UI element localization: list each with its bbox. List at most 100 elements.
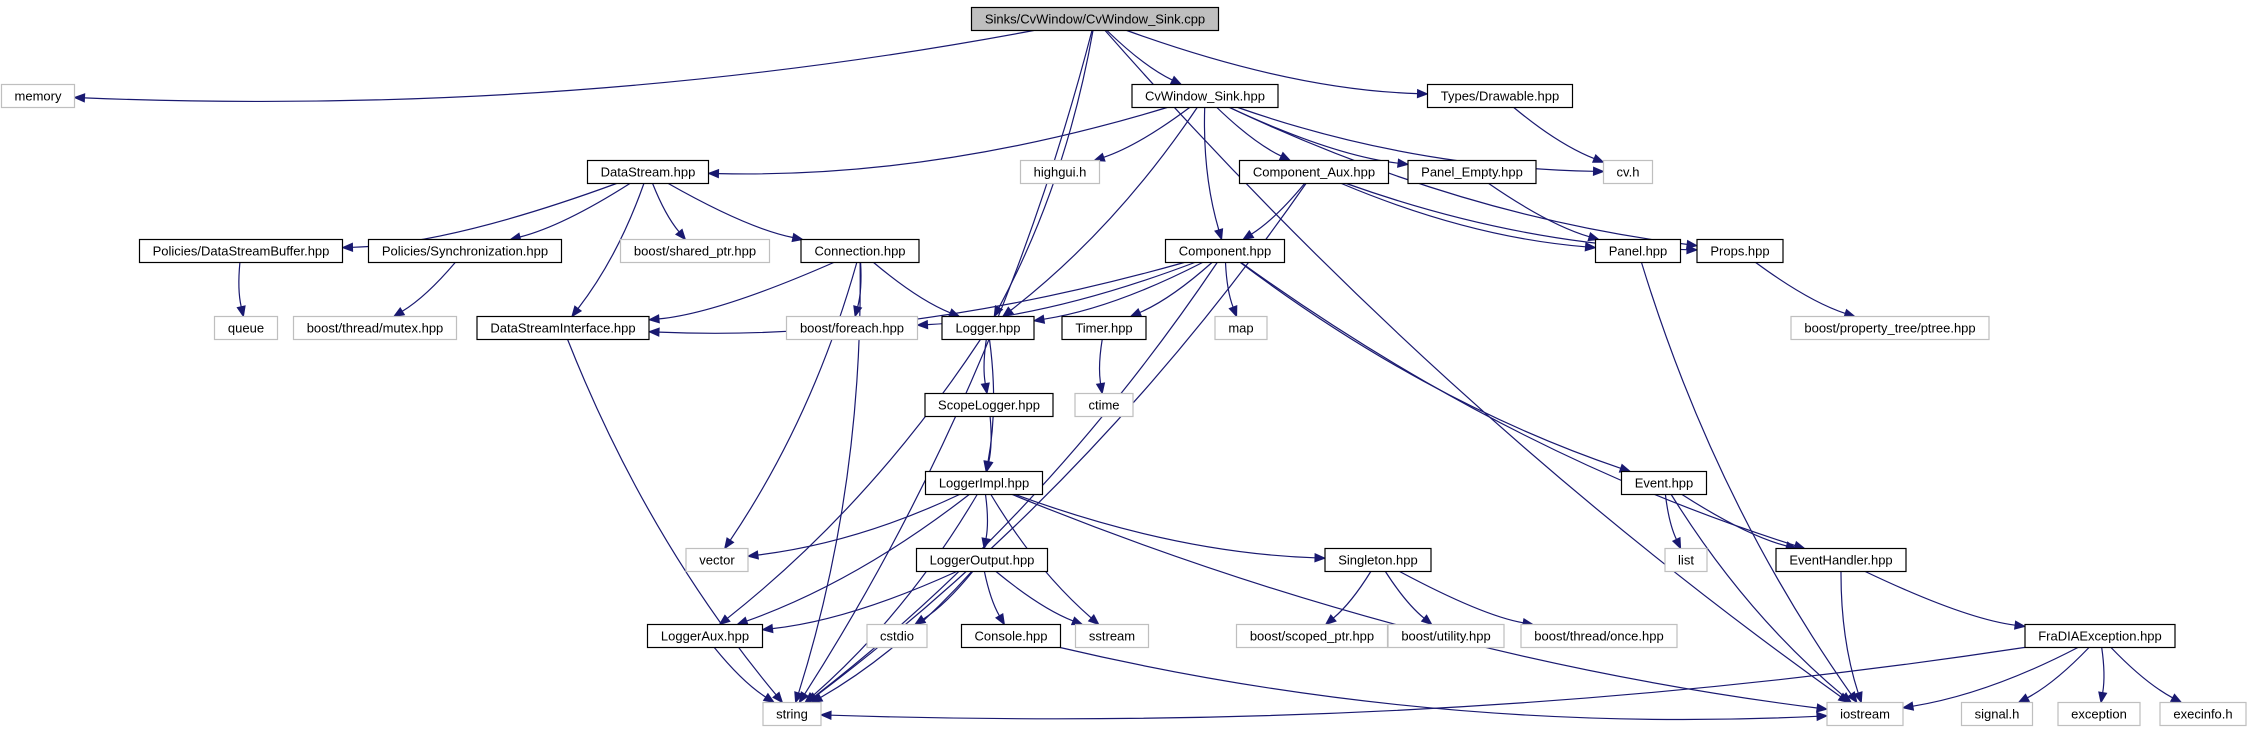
edge-cvsink-to-datastream: [707, 106, 1168, 179]
node-label: map: [1228, 321, 1253, 336]
node-label: cstdio: [880, 629, 914, 644]
node-singleton[interactable]: Singleton.hpp: [1324, 547, 1432, 573]
node-timer[interactable]: Timer.hpp: [1061, 315, 1147, 341]
edge-panelempty-to-panel: [1488, 183, 1601, 242]
node-box: [646, 623, 764, 649]
node-box: [1019, 159, 1101, 185]
node-vector: vector: [685, 547, 749, 573]
node-drawable[interactable]: Types/Drawable.hpp: [1426, 83, 1574, 109]
edge-compaux-to-component: [1241, 183, 1306, 241]
node-event[interactable]: Event.hpp: [1620, 470, 1708, 496]
node-box: [762, 701, 822, 727]
node-box: [1074, 392, 1134, 418]
node-props[interactable]: Props.hpp: [1696, 238, 1784, 264]
edge-cvsink-to-compaux: [1216, 107, 1292, 162]
node-loggerimpl[interactable]: LoggerImpl.hpp: [924, 470, 1044, 496]
node-label: ScopeLogger.hpp: [938, 398, 1040, 413]
edge-datastream-to-connection: [668, 182, 805, 243]
node-label: boost/scoped_ptr.hpp: [1250, 629, 1374, 644]
edge-component-to-eventhandler: [1240, 262, 1806, 550]
node-box: [1790, 315, 1990, 341]
edge-connection-to-vector: [723, 262, 858, 550]
node-label: cv.h: [1617, 165, 1640, 180]
node-ctime: ctime: [1074, 392, 1134, 418]
node-label: Timer.hpp: [1075, 321, 1132, 336]
node-eventhandler[interactable]: EventHandler.hpp: [1775, 547, 1907, 573]
node-compaux[interactable]: Component_Aux.hpp: [1238, 159, 1390, 185]
node-datastream[interactable]: DataStream.hpp: [586, 159, 710, 185]
node-label: queue: [228, 321, 264, 336]
node-box: [1620, 470, 1708, 496]
node-main[interactable]: Sinks/CvWindow/CvWindow_Sink.cpp: [970, 6, 1220, 32]
edge-event-to-iostream: [1670, 494, 1853, 704]
edge-singleton-to-once: [1399, 570, 1535, 628]
node-fradia[interactable]: FraDIAException.hpp: [2024, 623, 2176, 649]
node-scopelogger[interactable]: ScopeLogger.hpp: [924, 392, 1054, 418]
node-label: boost/foreach.hpp: [800, 321, 904, 336]
edge-fradia-to-execinfo: [2110, 647, 2183, 704]
node-box: [2024, 623, 2176, 649]
node-label: Types/Drawable.hpp: [1441, 89, 1560, 104]
edge-datastream-to-dsinterface: [571, 183, 645, 318]
edge-props-to-ptree: [1755, 262, 1857, 318]
node-cstdio: cstdio: [866, 623, 928, 649]
node-label: boost/thread/once.hpp: [1534, 629, 1663, 644]
node-panelempty[interactable]: Panel_Empty.hpp: [1407, 159, 1537, 185]
edge-cvsink-to-component: [1203, 107, 1224, 241]
node-logger[interactable]: Logger.hpp: [941, 315, 1035, 341]
node-component[interactable]: Component.hpp: [1164, 238, 1286, 264]
node-label: DataStream.hpp: [601, 165, 696, 180]
node-label: Props.hpp: [1710, 244, 1769, 259]
edge-component-to-logger: [1032, 261, 1203, 324]
node-connection[interactable]: Connection.hpp: [800, 238, 920, 264]
node-label: boost/utility.hpp: [1401, 629, 1490, 644]
node-label: LoggerImpl.hpp: [939, 476, 1029, 491]
node-label: vector: [699, 553, 735, 568]
node-label: Event.hpp: [1635, 476, 1694, 491]
node-box: [1164, 238, 1286, 264]
edge-drawable-to-cvh: [1513, 107, 1605, 163]
node-dsbuffer[interactable]: Policies/DataStreamBuffer.hpp: [138, 238, 344, 264]
node-label: sstream: [1089, 629, 1135, 644]
edge-compaux-to-panel: [1341, 182, 1597, 252]
node-label: Panel_Empty.hpp: [1421, 165, 1523, 180]
node-console[interactable]: Console.hpp: [960, 623, 1062, 649]
node-label: DataStreamInterface.hpp: [490, 321, 635, 336]
node-iostream: iostream: [1826, 701, 1904, 727]
edge-loggerimpl-to-string: [804, 494, 978, 704]
edge-dsinterface-to-string: [567, 339, 784, 704]
node-memory: memory: [0, 83, 76, 109]
node-utility: boost/utility.hpp: [1387, 623, 1505, 649]
node-panel[interactable]: Panel.hpp: [1594, 238, 1682, 264]
node-box: [619, 238, 771, 264]
node-string: string: [762, 701, 822, 727]
node-label: Logger.hpp: [955, 321, 1020, 336]
node-box: [1324, 547, 1432, 573]
node-box: [138, 238, 344, 264]
edge-fradia-to-iostream: [1901, 646, 2079, 711]
node-loggeraux[interactable]: LoggerAux.hpp: [646, 623, 764, 649]
node-box: [1407, 159, 1537, 185]
node-cvsink[interactable]: CvWindow_Sink.hpp: [1131, 83, 1279, 109]
node-box: [476, 315, 650, 341]
node-highgui: highgui.h: [1019, 159, 1101, 185]
edge-datastream-to-sharedptr: [652, 183, 687, 241]
edge-scopelogger-to-loggerimpl: [984, 416, 994, 473]
node-sync[interactable]: Policies/Synchronization.hpp: [367, 238, 563, 264]
node-label: Component_Aux.hpp: [1253, 165, 1375, 180]
edge-eventhandler-to-fradia: [1864, 570, 2027, 630]
node-dsinterface[interactable]: DataStreamInterface.hpp: [476, 315, 650, 341]
node-map: map: [1214, 315, 1268, 341]
edge-fradia-to-string: [819, 646, 2026, 720]
node-label: boost/property_tree/ptree.hpp: [1804, 321, 1975, 336]
node-box: [960, 623, 1062, 649]
node-foreach: boost/foreach.hpp: [785, 315, 919, 341]
node-label: CvWindow_Sink.hpp: [1145, 89, 1265, 104]
node-label: string: [776, 707, 808, 722]
edge-eventhandler-to-iostream: [1840, 571, 1863, 704]
node-loggeroutput[interactable]: LoggerOutput.hpp: [915, 547, 1049, 573]
node-box: [1664, 547, 1708, 573]
node-box: [586, 159, 710, 185]
